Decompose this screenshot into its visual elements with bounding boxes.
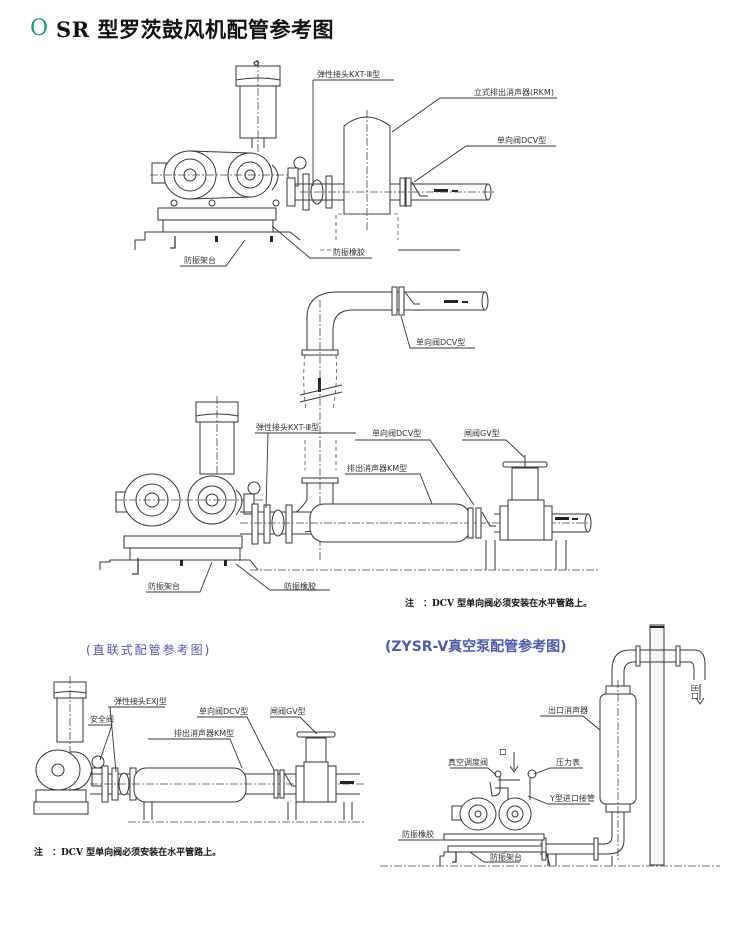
blower-unit-3 <box>33 749 105 815</box>
label-flex-joint-1: 弹性接头KXT-Ⅲ型 <box>317 69 380 79</box>
discharge-pipe-1 <box>286 110 495 251</box>
label-outlet-rotated: 出口 <box>690 684 700 700</box>
label-inlet-rotated: 口 <box>498 748 507 756</box>
diagram-1-vertical-silencer: ✿ <box>134 59 557 267</box>
label-rubber-pad-4: 防振橡胶 <box>402 829 434 839</box>
label-silencer-3: 排出消声器KM型 <box>174 728 234 738</box>
label-flex-joint-2: 弹性接头KXT-Ⅲ型 <box>256 422 319 432</box>
inlet-arrow <box>509 752 519 773</box>
intake-filter-2 <box>195 396 239 500</box>
label-rubber-pad-2: 防振橡胶 <box>284 581 316 591</box>
diagram-3-leaders <box>88 706 318 773</box>
intake-filter: ✿ <box>235 59 281 160</box>
diagram-1-leaders <box>180 79 557 267</box>
label-pressure-gauge: 压力表 <box>556 757 580 767</box>
note-diagram-2: 注 ：DCV 型单向阀必须安装在水平管路上。 <box>405 599 593 609</box>
note-diagram-3: 注 ：DCV 型单向阀必须安装在水平管路上。 <box>34 848 222 858</box>
base-frame-2 <box>99 535 600 575</box>
outlet-pipe <box>611 645 706 705</box>
label-outlet-silencer: 出口消声器 <box>548 705 588 715</box>
page-title: O SR 型罗茨鼓风机配管参考图 <box>30 14 334 44</box>
label-check-valve-2: 单向阀DCV型 <box>372 428 421 438</box>
diagram-2-leaders <box>146 315 525 593</box>
label-gate-valve-2: 闸阀GV型 <box>464 429 500 438</box>
outlet-silencer <box>540 680 637 866</box>
subtitle-vacuum-pump: (ZYSR-V真空泵配管参考图) <box>385 639 567 655</box>
label-flex-joint-3: 弹性接头EXJ型 <box>114 696 167 706</box>
diagram-4-leaders <box>398 715 601 863</box>
label-vertical-silencer: 立式排出消声器(RKM) <box>474 87 554 97</box>
blower-unit-2 <box>115 473 265 527</box>
label-safety-valve-3: 安全阀 <box>90 714 114 724</box>
svg-text:✿: ✿ <box>253 59 260 68</box>
label-check-valve-3: 单向阀DCV型 <box>199 706 248 716</box>
label-rubber-pad-1: 防振橡胶 <box>333 247 365 257</box>
label-base-frame-4: 防振架台 <box>490 852 522 862</box>
label-base-frame-2: 防振架台 <box>148 581 180 591</box>
diagram-4-vacuum-pump: 出口消声器 出口 口 真空调度阀 压力表 Y型进口接管 防振橡胶 防振架台 <box>380 624 720 867</box>
subtitle-direct-coupled: (直联式配管参考图) <box>86 643 212 657</box>
wall-column <box>649 624 665 866</box>
riser-pipe <box>295 286 489 560</box>
blower-unit <box>150 150 307 200</box>
diagram-3-direct-coupled: 弹性接头EXJ型 安全阀 单向阀DCV型 闸阀GV型 排出消声器KM型 <box>33 676 365 823</box>
title-text: SR 型罗茨鼓风机配管参考图 <box>56 17 334 42</box>
title-bullet-icon: O <box>30 16 49 41</box>
svg-text:出口: 出口 <box>690 684 700 700</box>
base-frame <box>134 199 301 250</box>
svg-text:口: 口 <box>498 748 507 756</box>
label-check-valve-top-2: 单向阀DCV型 <box>416 337 465 347</box>
discharge-pipe-2 <box>240 455 592 570</box>
label-gate-valve-3: 闸阀GV型 <box>270 707 306 716</box>
diagram-2-horizontal-silencer: 单向阀DCV型 弹性接头KXT-Ⅲ型 单向阀DCV型 闸阀GV型 排出消声器KM… <box>99 286 600 593</box>
discharge-pipe-3 <box>90 731 365 823</box>
intake-filter-3 <box>53 676 87 810</box>
label-vacuum-valve: 真空调度阀 <box>448 757 488 767</box>
vacuum-pump-unit <box>439 769 551 867</box>
label-base-frame-1: 防振架台 <box>184 255 216 265</box>
label-y-inlet-pipe: Y型进口接管 <box>549 793 595 803</box>
label-check-valve-1: 单向阀DCV型 <box>497 135 546 145</box>
label-silencer-2: 排出消声器KM型 <box>347 463 407 473</box>
